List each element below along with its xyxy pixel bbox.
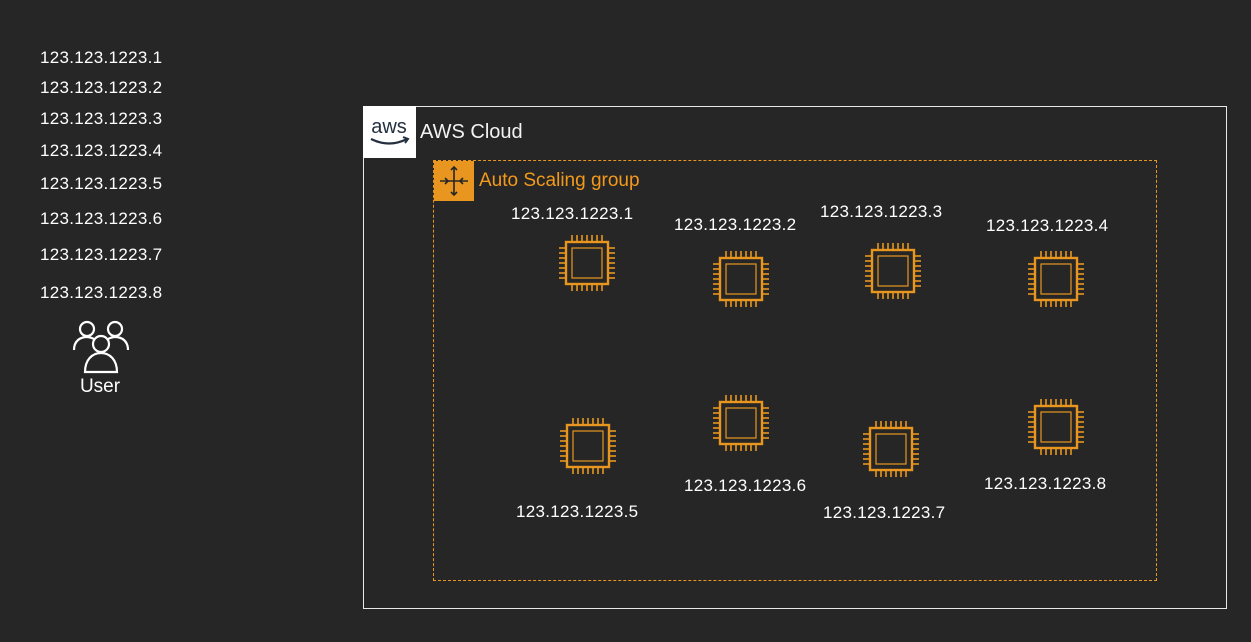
aws-logo-text: aws [371,116,407,138]
ec2-instance-icon [710,248,772,315]
ip-list-item: 123.123.1223.7 [40,245,163,264]
ec2-instance-icon [860,418,922,485]
instance-ip-label: 123.123.1223.6 [684,476,807,495]
ec2-instance-icon [556,232,618,299]
auto-scaling-icon [434,161,474,201]
user-node: User [66,318,136,398]
aws-cloud-title: AWS Cloud [420,121,523,143]
aws-cloud-container: aws AWS Cloud [363,106,1227,609]
instance-ip-label: 123.123.1223.4 [986,216,1109,235]
ec2-instance-icon [710,392,772,459]
user-label: User [79,376,121,397]
instance-ip-label: 123.123.1223.1 [511,204,634,223]
instance-ip-label: 123.123.1223.2 [674,215,797,234]
ip-list-item: 123.123.1223.2 [40,78,163,97]
ec2-instance-icon [1025,248,1087,315]
ip-list-item: 123.123.1223.8 [40,283,163,302]
ip-list-item: 123.123.1223.4 [40,141,163,160]
instance-ip-label: 123.123.1223.8 [984,474,1107,493]
instance-ip-label: 123.123.1223.3 [820,202,943,221]
instance-ip-label: 123.123.1223.5 [516,502,639,521]
ec2-instance-icon [862,240,924,307]
auto-scaling-group-title: Auto Scaling group [479,170,640,191]
instance-ip-label: 123.123.1223.7 [823,503,946,522]
ec2-instance-icon [557,415,619,482]
ip-list-item: 123.123.1223.5 [40,174,163,193]
auto-scaling-group-container: Auto Scaling group [433,160,1157,581]
ip-list-item: 123.123.1223.1 [40,48,163,67]
ip-list-item: 123.123.1223.6 [40,209,163,228]
users-icon [72,320,130,374]
ip-list-item: 123.123.1223.3 [40,109,163,128]
ec2-instance-icon [1025,396,1087,463]
aws-logo-icon: aws [363,106,416,158]
